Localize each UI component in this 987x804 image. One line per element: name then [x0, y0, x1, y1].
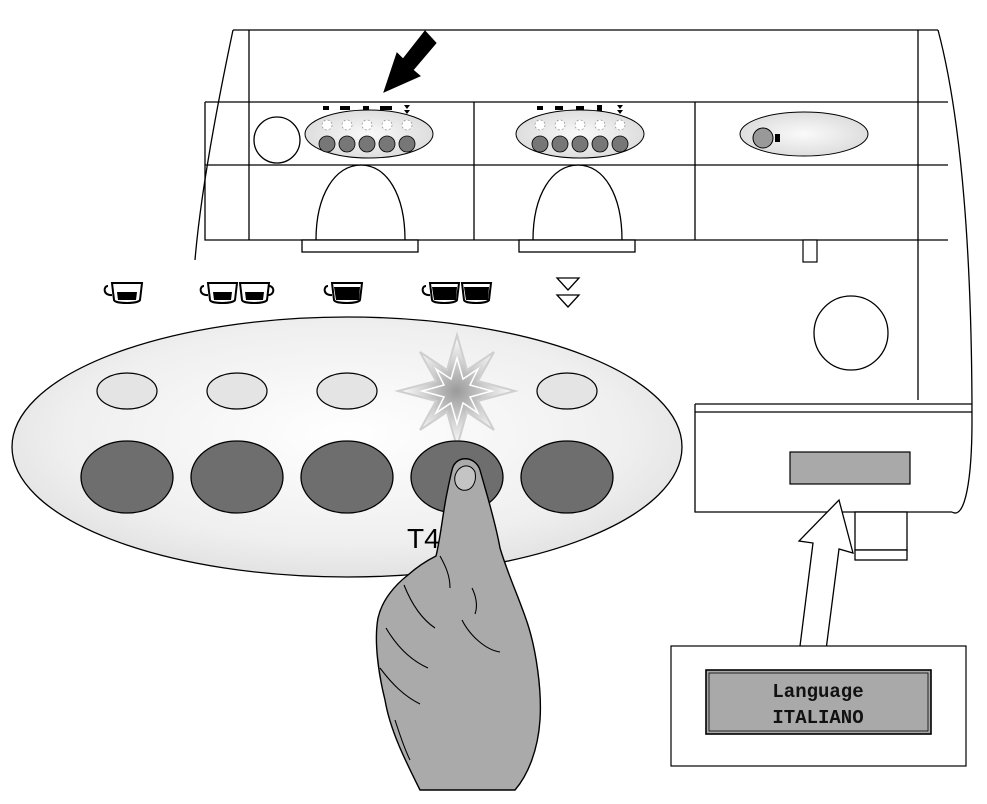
indicator-leds: [96, 372, 598, 410]
brew-group-left: [301, 164, 419, 253]
steam-knob-top: [253, 116, 301, 164]
button-t3[interactable]: [300, 440, 394, 514]
led-2: [206, 372, 268, 410]
led-1: [96, 372, 158, 410]
hot-water-panel: [739, 111, 869, 157]
selection-buttons: [80, 440, 614, 514]
selection-icons: [103, 277, 581, 308]
lcd-display: [705, 669, 932, 735]
button-t5[interactable]: [520, 440, 614, 514]
double-small-cup-icon: [199, 282, 275, 304]
single-small-cup-icon: [103, 282, 144, 304]
led-3: [316, 372, 378, 410]
double-large-cup-icon: [421, 282, 493, 304]
lcd-line-2: ITALIANO: [772, 707, 863, 729]
display-pointer-arrow: [797, 498, 854, 651]
lcd-line-1: Language: [772, 681, 863, 703]
hot-water-outlet: [802, 239, 818, 263]
led-5: [536, 372, 598, 410]
keypad-group-1: [304, 105, 434, 159]
pressing-hand: [375, 458, 542, 791]
display-window-on-machine: [789, 451, 911, 485]
display-callout: Language ITALIANO: [670, 645, 967, 767]
indicator-arrow: [383, 30, 437, 93]
button-t1[interactable]: [80, 440, 174, 514]
callout-label-t4: T4: [407, 523, 440, 554]
single-large-cup-icon: [323, 282, 364, 304]
brew-group-right: [518, 164, 636, 253]
button-t2[interactable]: [190, 440, 284, 514]
machine-lower-right: [694, 295, 972, 561]
keypad-group-2: [515, 105, 645, 159]
continuous-dispense-icon: [555, 277, 581, 308]
